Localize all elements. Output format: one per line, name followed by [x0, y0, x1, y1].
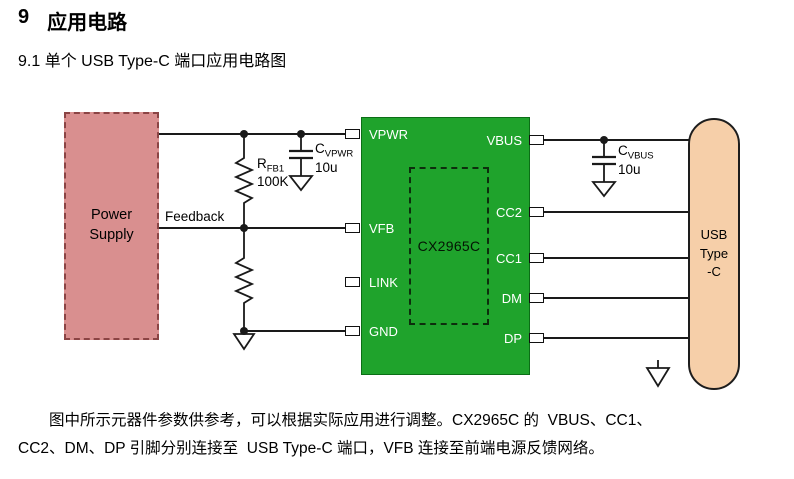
- rfb1-ref-sub: FB1: [266, 163, 285, 175]
- ic-name-box: CX2965C: [409, 167, 489, 325]
- body-text-line1: 图中所示元器件参数供参考，可以根据实际应用进行调整。CX2965C 的 VBUS…: [49, 412, 652, 429]
- cvpwr-value: 10u: [315, 160, 338, 175]
- body-text-line2: CC2、DM、DP 引脚分别连接至 USB Type-C 端口，VFB 连接至前…: [18, 440, 604, 457]
- power-supply-block: Power Supply: [64, 112, 159, 340]
- wire-dm: [544, 297, 689, 299]
- wire-vfb-feedback: [159, 227, 346, 229]
- section-heading: 9 应用电路: [18, 6, 127, 35]
- ic-name-label: CX2965C: [417, 238, 481, 254]
- section-number: 9: [18, 6, 30, 28]
- wire-gnd-left: [243, 330, 346, 332]
- pin-label-vpwr: VPWR: [369, 127, 408, 142]
- wire-cc2: [544, 211, 689, 213]
- feedback-label: Feedback: [165, 209, 225, 224]
- pin-stub-dm: [529, 293, 544, 303]
- pin-stub-vpwr: [345, 129, 360, 139]
- cvpwr-ref-main: C: [315, 141, 325, 156]
- resistor-divider-symbol: [233, 228, 255, 332]
- rfb1-refdes: RFB1: [257, 156, 284, 178]
- pin-stub-vbus: [529, 135, 544, 145]
- cvpwr-ref-sub: VPWR: [324, 148, 354, 160]
- wire-dp: [544, 337, 689, 339]
- ground-symbol-left: [232, 333, 256, 351]
- pin-label-vfb: VFB: [369, 221, 395, 236]
- ic-block-cx2965c: [361, 117, 530, 375]
- section-title: 应用电路: [47, 12, 128, 34]
- wire-vbus: [544, 139, 689, 141]
- rfb1-ref-main: R: [257, 156, 267, 171]
- cvbus-ref-sub: VBUS: [627, 150, 654, 162]
- usb-connector-label: USB Type -C: [699, 226, 729, 280]
- capacitor-cvbus-symbol: [591, 140, 617, 198]
- cvbus-value: 10u: [618, 162, 641, 177]
- pin-label-link: LINK: [369, 275, 398, 290]
- pin-stub-cc1: [529, 253, 544, 263]
- cvbus-ref-main: C: [618, 143, 628, 158]
- cvpwr-refdes: CVPWR: [315, 141, 353, 163]
- wire-cc1: [544, 257, 689, 259]
- pin-label-dp: DP: [503, 331, 522, 346]
- pin-stub-vfb: [345, 223, 360, 233]
- pin-stub-gnd: [345, 326, 360, 336]
- pin-label-cc1: CC1: [495, 251, 522, 266]
- capacitor-cvpwr-symbol: [288, 134, 314, 192]
- power-supply-label: Power Supply: [89, 207, 134, 243]
- pin-label-vbus: VBUS: [486, 133, 522, 148]
- subsection-heading: 9.1 单个 USB Type-C 端口应用电路图: [18, 53, 287, 70]
- rfb1-value: 100K: [257, 174, 289, 189]
- pin-stub-link: [345, 277, 360, 287]
- pin-label-dm: DM: [501, 291, 522, 306]
- wire-vpwr: [159, 133, 346, 135]
- pin-stub-cc2: [529, 207, 544, 217]
- resistor-rfb1-symbol: [233, 134, 255, 229]
- cvbus-refdes: CVBUS: [618, 143, 654, 165]
- pin-stub-dp: [529, 333, 544, 343]
- ground-symbol-usb: [645, 360, 671, 388]
- pin-label-cc2: CC2: [495, 205, 522, 220]
- pin-label-gnd: GND: [369, 324, 398, 339]
- usb-type-c-connector: USB Type -C: [688, 118, 740, 390]
